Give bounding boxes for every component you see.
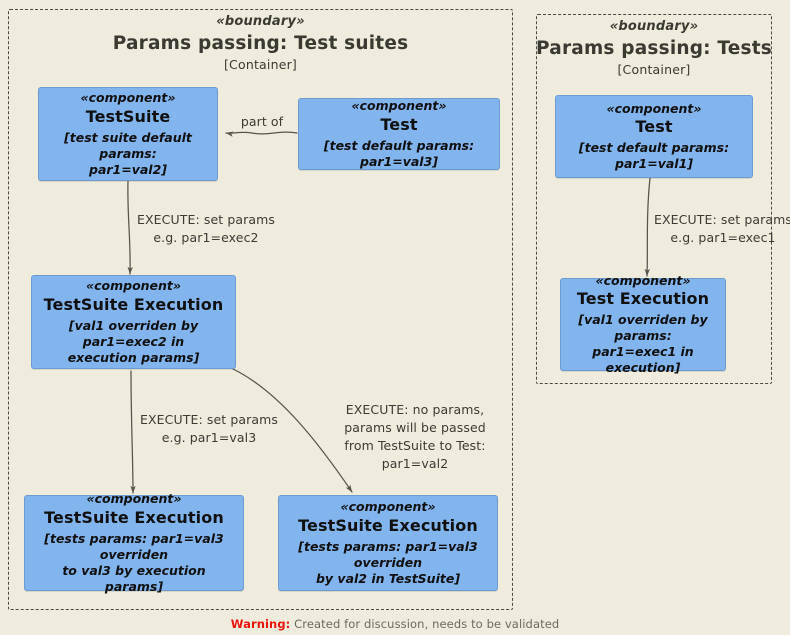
node-title: Test Execution — [576, 289, 710, 309]
node-note: [val1 overriden by params: par1=exec1 in… — [578, 312, 708, 376]
node-test-left[interactable]: «component» Test [test default params: p… — [298, 98, 500, 170]
node-stereotype: «component» — [86, 491, 182, 507]
node-title: TestSuite Execution — [298, 515, 478, 535]
boundary-title: Params passing: Tests — [536, 38, 773, 59]
edge-label-execute-no-params: EXECUTE: no params, params will be passe… — [344, 402, 486, 472]
node-title: TestSuite — [85, 106, 171, 126]
node-test-execution[interactable]: «component» Test Execution [val1 overrid… — [560, 273, 726, 375]
boundary-subtitle: [Container] — [617, 62, 691, 77]
boundary-stereotype: «boundary» — [609, 19, 699, 34]
warning-label: Warning: — [230, 617, 291, 631]
node-note: [val1 overriden by par1=exec2 in executi… — [67, 317, 200, 365]
boundary-test-suites — [8, 9, 513, 610]
boundary-tests — [536, 14, 772, 384]
boundary-subtitle: [Container] — [223, 57, 298, 72]
node-stereotype: «component» — [606, 100, 702, 116]
boundary-test-suites-header: «boundary» Params passing: Test suites [… — [8, 14, 513, 72]
node-title: Test — [380, 114, 418, 134]
node-note: [test default params: par1=val3] — [323, 137, 475, 169]
node-testsuite-execution-right[interactable]: «component» TestSuite Execution [tests p… — [278, 495, 498, 591]
node-testsuite-execution[interactable]: «component» TestSuite Execution [val1 ov… — [31, 275, 236, 369]
node-stereotype: «component» — [340, 499, 436, 515]
node-stereotype: «component» — [595, 272, 691, 288]
edge-label-part-of: part of — [240, 114, 284, 129]
edge-label-execute-exec1: EXECUTE: set params e.g. par1=exec1 — [653, 212, 790, 246]
node-note: [tests params: par1=val3 overriden to va… — [44, 530, 224, 594]
node-stereotype: «component» — [351, 98, 447, 114]
node-stereotype: «component» — [85, 278, 182, 294]
boundary-stereotype: «boundary» — [216, 14, 305, 29]
boundary-title: Params passing: Test suites — [112, 33, 409, 54]
warning-message-text: Created for discussion, needs to be vali… — [294, 617, 560, 631]
node-test-right[interactable]: «component» Test [test default params: p… — [555, 95, 753, 178]
footer-warning: Warning: Created for discussion, needs t… — [0, 617, 790, 631]
node-note: [test default params: par1=val1] — [578, 140, 730, 172]
node-note: [test suite default params: par1=val2] — [64, 129, 192, 177]
node-title: TestSuite Execution — [43, 294, 224, 314]
node-title: TestSuite Execution — [44, 507, 224, 527]
edge-label-execute-exec2: EXECUTE: set params e.g. par1=exec2 — [136, 212, 275, 246]
boundary-tests-header: «boundary» Params passing: Tests [Contai… — [536, 19, 772, 77]
node-note: [tests params: par1=val3 overriden by va… — [298, 538, 478, 586]
node-testsuite-execution-left[interactable]: «component» TestSuite Execution [tests p… — [24, 491, 244, 594]
node-stereotype: «component» — [80, 90, 176, 106]
edge-label-execute-val3: EXECUTE: set params e.g. par1=val3 — [139, 412, 278, 446]
node-testsuite[interactable]: «component» TestSuite [test suite defaul… — [38, 87, 218, 181]
node-title: Test — [635, 117, 673, 137]
